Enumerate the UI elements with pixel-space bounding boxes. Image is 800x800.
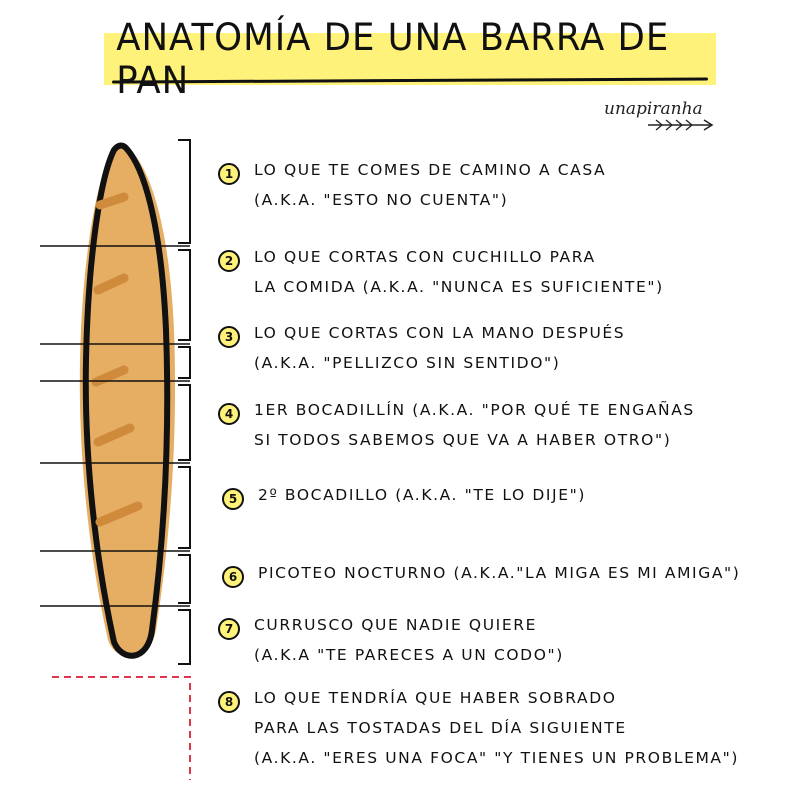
item-text-line: LA COMIDA (A.K.A. "NUNCA ES SUFICIENTE") bbox=[254, 278, 664, 296]
section-bracket bbox=[178, 346, 191, 379]
bread-score-mark bbox=[95, 501, 143, 527]
item-text-line: (A.K.A. "ESTO NO CUENTA") bbox=[254, 191, 509, 209]
item-text-line: LO QUE CORTAS CON LA MANO DESPUÉS bbox=[254, 324, 626, 342]
list-item: 7 CURRUSCO QUE NADIE QUIERE (A.K.A "TE PAR… bbox=[218, 610, 564, 670]
section-bracket bbox=[178, 249, 191, 341]
section-bracket bbox=[178, 554, 191, 604]
item-number-badge: 6 bbox=[222, 566, 244, 588]
list-item: 6 PICOTEO NOCTURNO (A.K.A."LA MIGA ES MI … bbox=[222, 558, 740, 588]
list-item: 2 LO QUE CORTAS CON CUCHILLO PARA LA COMID… bbox=[218, 242, 664, 302]
item-text-line: PICOTEO NOCTURNO (A.K.A."LA MIGA ES MI A… bbox=[258, 564, 741, 582]
section-bracket bbox=[178, 139, 191, 244]
item-text-line: LO QUE CORTAS CON CUCHILLO PARA bbox=[254, 248, 596, 266]
item-number-badge: 3 bbox=[218, 326, 240, 348]
bread-score-mark bbox=[95, 192, 129, 210]
item-text-line: PARA LAS TOSTADAS DEL DÍA SIGUIENTE bbox=[254, 719, 627, 737]
item-text-line: 2º BOCADILLO (A.K.A. "TE LO DIJE") bbox=[258, 486, 586, 504]
list-item: 8 LO QUE TENDRÍA QUE HABER SOBRADO PARA LA… bbox=[218, 683, 739, 773]
list-item: 3 LO QUE CORTAS CON LA MANO DESPUÉS (A.K.A… bbox=[218, 318, 625, 378]
cut-lines bbox=[40, 245, 190, 607]
item-number-badge: 1 bbox=[218, 163, 240, 185]
title-highlight bbox=[104, 33, 716, 85]
item-number-badge: 2 bbox=[218, 250, 240, 272]
item-text-line: (A.K.A. "PELLIZCO SIN SENTIDO") bbox=[254, 354, 561, 372]
item-text-line: LO QUE TENDRÍA QUE HABER SOBRADO bbox=[254, 689, 617, 707]
item-number-badge: 5 bbox=[222, 488, 244, 510]
section-bracket bbox=[178, 609, 191, 665]
signature: unapiranha bbox=[604, 99, 703, 119]
item-text-line: (A.K.A. "ERES UNA FOCA" "Y TIENES UN PRO… bbox=[254, 749, 740, 767]
item-number-badge: 7 bbox=[218, 618, 240, 640]
list-item: 4 1ER BOCADILLÍN (A.K.A. "POR QUÉ TE ENGA… bbox=[218, 395, 695, 455]
item-text-line: 1ER BOCADILLÍN (A.K.A. "POR QUÉ TE ENGAÑ… bbox=[254, 401, 695, 419]
item-text-line: SI TODOS SABEMOS QUE VA A HABER OTRO") bbox=[254, 431, 672, 449]
brackets bbox=[178, 139, 191, 665]
section-bracket bbox=[178, 466, 191, 549]
leftover-dashed-box bbox=[52, 676, 191, 780]
item-text-line: CURRUSCO QUE NADIE QUIERE bbox=[254, 616, 538, 634]
bread-score-mark bbox=[93, 423, 135, 447]
bread-outline bbox=[82, 142, 171, 659]
section-bracket bbox=[178, 384, 191, 461]
bread-loaf bbox=[79, 145, 176, 657]
item-text-line: LO QUE TE COMES DE CAMINO A CASA bbox=[254, 161, 607, 179]
list-item: 5 2º BOCADILLO (A.K.A. "TE LO DIJE") bbox=[222, 480, 586, 510]
item-text-line: (A.K.A "TE PARECES A UN CODO") bbox=[254, 646, 564, 664]
bread-scores bbox=[91, 192, 143, 527]
list-item: 1 LO QUE TE COMES DE CAMINO A CASA (A.K.A.… bbox=[218, 155, 606, 215]
bread-score-mark bbox=[93, 273, 129, 295]
signature-arrow-icon bbox=[648, 119, 714, 131]
item-number-badge: 8 bbox=[218, 691, 240, 713]
item-number-badge: 4 bbox=[218, 403, 240, 425]
bread-score-mark bbox=[91, 365, 129, 387]
